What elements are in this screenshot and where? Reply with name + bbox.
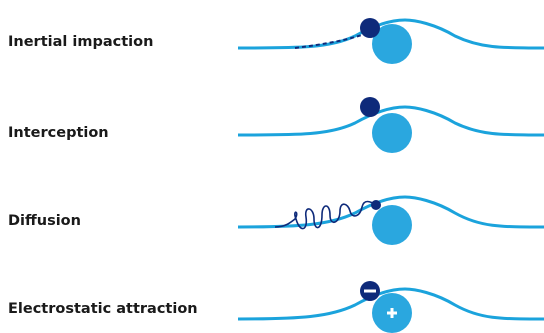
collector-fiber: [372, 205, 412, 245]
electrostatic-attraction-diagram: [230, 263, 544, 333]
mechanism-label: Diffusion: [8, 213, 81, 229]
mechanism-label: Interception: [8, 125, 109, 141]
mechanism-label: Electrostatic attraction: [8, 301, 198, 317]
mechanism-label: Inertial impaction: [8, 34, 153, 50]
collector-fiber: [372, 113, 412, 153]
mechanism-row-interception: Interception: [0, 95, 544, 165]
mechanism-row-diffusion: Diffusion: [0, 183, 544, 253]
minus-sign-icon: [364, 290, 376, 293]
particle: [360, 18, 380, 38]
mechanism-row-electrostatic-attraction: Electrostatic attraction: [0, 263, 544, 333]
mechanism-row-inertial-impaction: Inertial impaction: [0, 10, 544, 80]
particle: [360, 97, 380, 117]
diffusion-diagram: [230, 183, 544, 253]
inertial-impaction-diagram: [230, 10, 544, 80]
particle: [371, 200, 381, 210]
interception-diagram: [230, 95, 544, 165]
